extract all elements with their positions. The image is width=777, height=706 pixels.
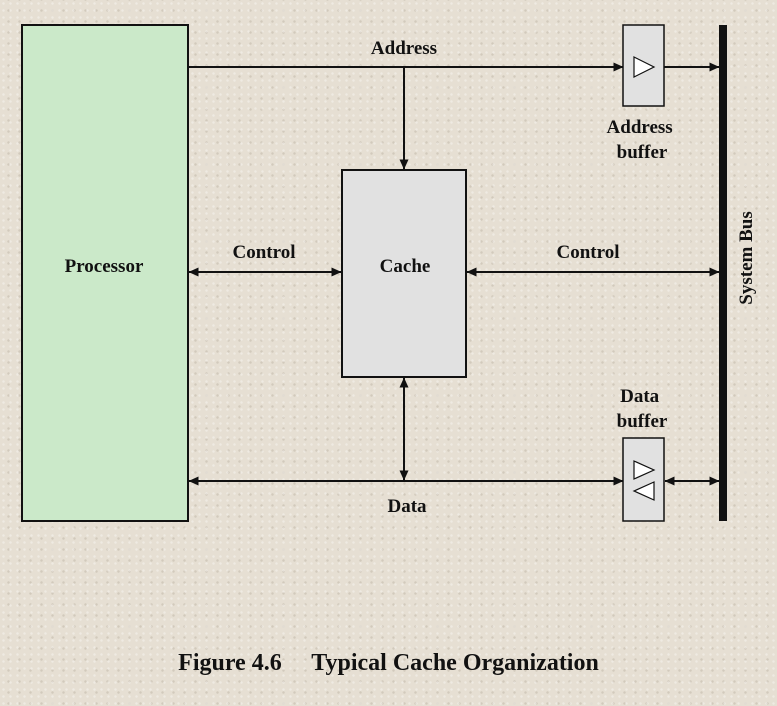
data-buffer-right-triangle-icon	[633, 460, 656, 480]
address-buffer-triangle-icon	[633, 56, 656, 78]
data-buffer	[622, 437, 665, 522]
data-buffer-label-line1: Data	[620, 386, 660, 407]
address-signal-label: Address	[371, 38, 437, 59]
data-signal-label: Data	[387, 496, 427, 517]
system-bus-label: System Bus	[736, 211, 757, 304]
address-buffer-label-line1: Address	[607, 117, 673, 138]
processor-label: Processor	[65, 256, 144, 277]
cache-block	[341, 169, 467, 378]
data-buffer-label-line2: buffer	[617, 411, 668, 432]
figure-caption: Figure 4.6 Typical Cache Organization	[0, 650, 777, 677]
control-left-label: Control	[233, 242, 296, 263]
address-buffer-label: Address buffer	[607, 117, 678, 163]
address-buffer-label-line2: buffer	[617, 142, 668, 163]
data-buffer-left-triangle-icon	[632, 481, 655, 501]
cache-label: Cache	[380, 256, 431, 277]
system-bus	[719, 25, 727, 521]
processor-block	[21, 24, 189, 522]
figure-number: Figure 4.6	[178, 650, 282, 676]
data-buffer-label: Data buffer	[617, 386, 668, 432]
figure-title: Typical Cache Organization	[311, 650, 599, 676]
control-right-label: Control	[557, 242, 620, 263]
